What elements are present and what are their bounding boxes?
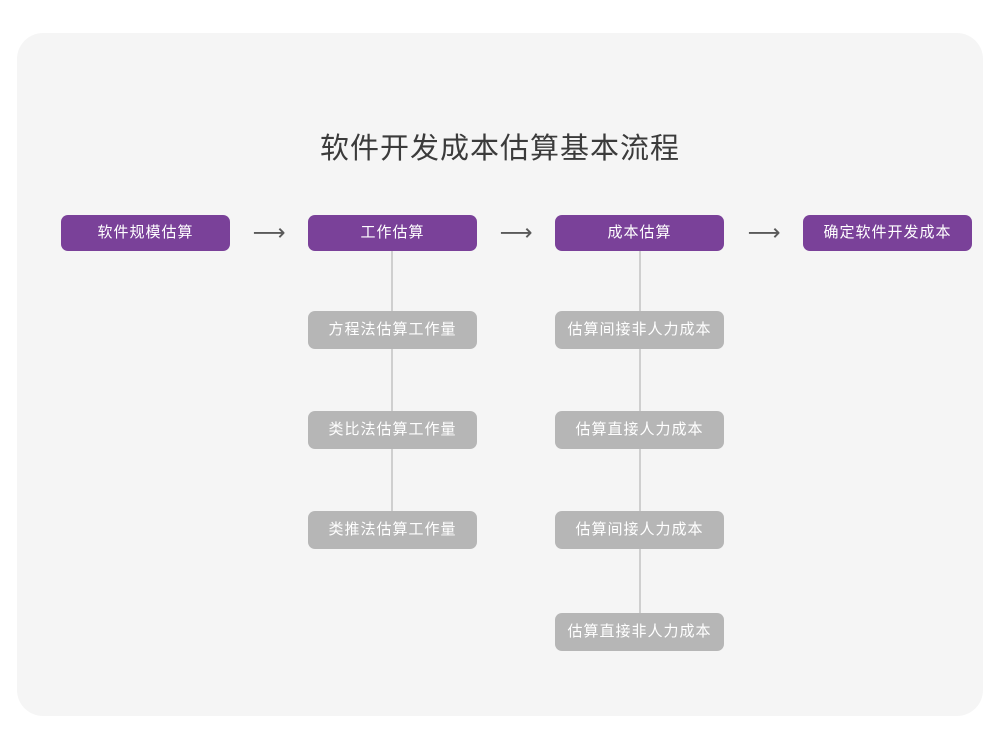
arrow-right-icon: ⟶ — [252, 220, 286, 246]
substep-analogy-method-workload[interactable]: 类比法估算工作量 — [308, 411, 477, 449]
substep-indirect-labor-cost[interactable]: 估算间接人力成本 — [555, 511, 724, 549]
substep-direct-nonlabor-cost[interactable]: 估算直接非人力成本 — [555, 613, 724, 651]
stage-cost-estimation[interactable]: 成本估算 — [555, 215, 724, 251]
substep-direct-labor-cost[interactable]: 估算直接人力成本 — [555, 411, 724, 449]
stage-determine-development-cost[interactable]: 确定软件开发成本 — [803, 215, 972, 251]
stage-software-scale-estimation[interactable]: 软件规模估算 — [61, 215, 230, 251]
connector-line-work-estimation — [391, 250, 393, 532]
stage-work-estimation[interactable]: 工作估算 — [308, 215, 477, 251]
substep-indirect-nonlabor-cost[interactable]: 估算间接非人力成本 — [555, 311, 724, 349]
page-title: 软件开发成本估算基本流程 — [319, 133, 680, 165]
arrow-right-icon: ⟶ — [499, 220, 533, 246]
substep-equation-method-workload[interactable]: 方程法估算工作量 — [308, 311, 477, 349]
arrow-right-icon: ⟶ — [747, 220, 781, 246]
diagram-card: 软件开发成本估算基本流程 软件规模估算 ⟶ 工作估算 ⟶ 成本估算 ⟶ 确定软件… — [17, 33, 983, 716]
substep-inference-method-workload[interactable]: 类推法估算工作量 — [308, 511, 477, 549]
